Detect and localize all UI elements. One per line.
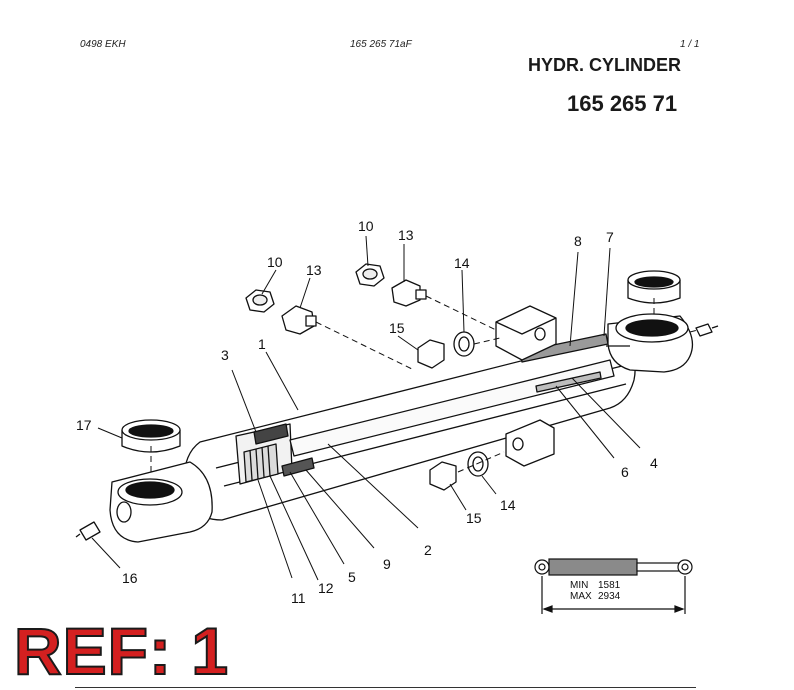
grease-nipple-16 [75,521,101,541]
drawing-title: HYDR. CYLINDER [528,55,682,75]
callout-14: 14 [454,255,470,271]
dim-max-label: MAX [570,591,592,602]
callout-13: 13 [398,227,414,243]
right-eye-mount [606,313,694,373]
callout-2: 2 [424,542,432,558]
callout-17: 17 [76,417,92,433]
dim-min-label: MIN [570,580,588,591]
plug-15-top [417,339,445,369]
dim-left-eye-hole [538,563,546,571]
callout-11: 11 [291,590,306,606]
callout-4: 4 [650,455,658,471]
washer-14-top [453,331,475,357]
callout-10: 10 [267,254,283,270]
dim-right-eye-hole [681,563,689,571]
washer-14-bottom [467,451,489,477]
callout-8: 8 [574,233,582,249]
bushing-right [627,270,681,304]
callout-6: 6 [621,464,629,480]
nut-10-left [245,289,275,313]
adapter-13-left [281,305,317,335]
nut-10-right [355,263,385,287]
piston-thread [243,443,279,483]
page-number: 1 / 1 [680,39,700,50]
callout-3: 3 [221,347,229,363]
callout-15: 15 [466,510,482,526]
leader-lines [91,235,641,581]
callout-9: 9 [383,556,391,572]
bushing-17 [121,419,181,453]
callout-5: 5 [348,569,356,585]
dim-max-value: 2934 [598,591,621,602]
dim-rod [636,562,680,572]
callout-10: 10 [358,218,374,234]
file-reference: 165 265 71aF [350,39,412,50]
callout-16: 16 [122,570,138,586]
bottom-rule [75,687,696,688]
dim-cylinder-body [548,558,638,576]
callout-14: 14 [500,497,516,513]
callout-15: 15 [389,320,405,336]
port-block-top [495,305,557,361]
adapter-13-right [391,279,427,307]
callout-13: 13 [306,262,322,278]
part-number: 165 265 71 [567,91,678,116]
callout-1: 1 [258,336,266,352]
doc-code: 0498 EKH [80,39,126,50]
callout-12: 12 [318,580,334,596]
cylinder-barrel [183,333,636,521]
stroke-dimension-diagram [534,558,693,614]
grease-nipple-right [695,323,719,337]
left-eye-mount [109,461,213,543]
reference-label: REF: 1 [13,614,230,688]
port-block-bottom [505,419,555,467]
plug-15-bottom [429,461,457,491]
callout-7: 7 [606,229,614,245]
assembly-lines [150,295,699,476]
dim-min-value: 1581 [598,580,621,591]
